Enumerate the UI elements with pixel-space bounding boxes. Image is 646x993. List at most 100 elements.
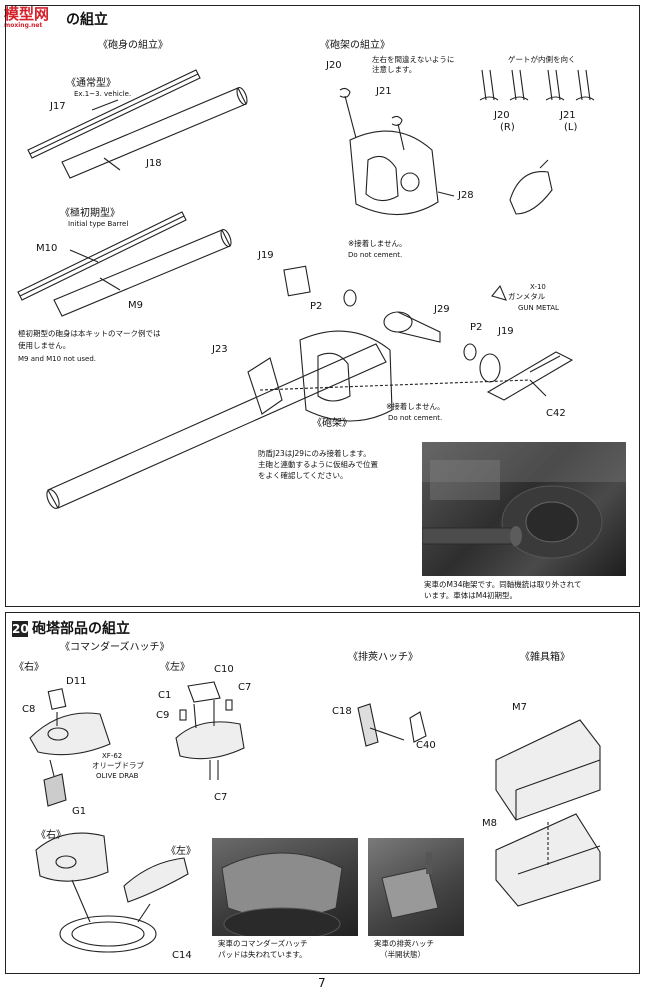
section20-frame <box>5 612 640 974</box>
j23-note-3: をよく確認してください。 <box>258 471 348 480</box>
label-p2-a: P2 <box>310 301 323 312</box>
photo-caption-a1: 実車のコマンダーズハッチ <box>218 939 308 948</box>
gun-metal-en: GUN METAL <box>518 304 559 312</box>
initial-type-en: Initial type Barrel <box>68 220 129 228</box>
mantlet-j23 <box>247 357 283 415</box>
xf62-code: XF-62 <box>102 752 123 760</box>
barrel-m10 <box>17 211 187 301</box>
mount-label: 《砲架》 <box>312 418 352 429</box>
commander-hatch-heading: 《コマンダーズハッチ》 <box>60 642 170 653</box>
label-j23: J23 <box>212 344 228 355</box>
clip-j20-r <box>479 69 499 101</box>
standard-type-en: Ex.1~3. vehicle. <box>74 90 132 98</box>
label-c1: C1 <box>158 690 172 701</box>
photo-m34-mount <box>422 442 626 576</box>
part-j19-a <box>283 265 311 297</box>
label-j28: J28 <box>458 190 474 201</box>
label-j29: J29 <box>434 304 450 315</box>
initial-type-label: 《極初期型》 <box>60 208 120 219</box>
label-c14: C14 <box>172 950 192 961</box>
label-c10: C10 <box>214 664 234 675</box>
photo-caption-b2: （半開状態） <box>380 950 425 959</box>
label-j19-a: J19 <box>258 250 274 261</box>
barrel-heading: 《砲身の組立》 <box>98 40 168 51</box>
clip-j21 <box>391 115 403 126</box>
step-title: の組立 <box>66 12 108 28</box>
hatch-right <box>29 712 111 756</box>
part-c42 <box>486 351 574 401</box>
no-cement2-en: Do not cement. <box>388 414 443 422</box>
mount-frame <box>299 330 393 422</box>
label-right: 《右》 <box>14 662 44 673</box>
initial-note-jp-2: 使用しません。 <box>18 341 71 350</box>
part-c40 <box>409 711 427 743</box>
label-left: 《左》 <box>160 662 190 673</box>
photo-vent-hatch <box>368 838 464 936</box>
barrel-j17 <box>27 69 201 159</box>
label-left-2: 《左》 <box>166 846 196 857</box>
site-logo: 模型网 moxing.net <box>4 3 49 29</box>
label-right-2: 《右》 <box>36 830 66 841</box>
gate-note: ゲートが内側を向く <box>508 55 576 64</box>
label-g1: G1 <box>72 806 87 817</box>
mount-heading: 《砲架の組立》 <box>320 40 390 51</box>
vent-hatch-heading: 《排莢ハッチ》 <box>348 652 418 663</box>
xf62-jp: オリーブドラブ <box>92 761 145 770</box>
label-j21l-side: (L) <box>564 122 578 133</box>
tool-box-heading: 《雑具箱》 <box>520 652 570 663</box>
label-j20: J20 <box>326 60 342 71</box>
hatch-left <box>175 721 245 760</box>
clip-j21-l <box>545 69 565 101</box>
label-c9: C9 <box>156 710 170 721</box>
part-c18 <box>357 703 379 747</box>
label-j18: J18 <box>146 158 162 169</box>
part-p2-a <box>343 289 357 307</box>
label-d11: D11 <box>66 676 87 687</box>
label-j20r-side: (R) <box>500 122 515 133</box>
j23-note-1: 防盾J23はJ29にのみ接着します。 <box>258 449 371 458</box>
initial-note-en: M9 and M10 not used. <box>18 355 97 363</box>
label-c7-b: C7 <box>214 792 228 803</box>
label-p2-b: P2 <box>470 322 483 333</box>
part-c10 <box>187 681 221 703</box>
label-j21l: J21 <box>560 110 576 121</box>
label-c40: C40 <box>416 740 436 751</box>
orient-note-1: 左右を間違えないように <box>372 55 455 64</box>
label-c18: C18 <box>332 706 352 717</box>
no-cement-en: Do not cement. <box>348 251 403 259</box>
part-p2-b <box>463 343 477 361</box>
label-j21: J21 <box>376 86 392 97</box>
no-cement-jp: ※接着しません。 <box>348 239 407 248</box>
step-number: 20 <box>12 621 29 637</box>
section19-frame <box>5 5 640 607</box>
label-j20r: J20 <box>494 110 510 121</box>
mount-j28 <box>349 130 439 216</box>
gun-metal-jp: ガンメタル <box>508 292 546 301</box>
no-cement2-jp: ※接着しません。 <box>386 402 445 411</box>
part-c1 <box>179 709 187 721</box>
orient-note-2: 注意します。 <box>372 65 417 74</box>
logo-url: moxing.net <box>4 22 43 29</box>
clip-j20 <box>339 87 351 98</box>
section20-title: 砲塔部品の組立 <box>32 621 130 637</box>
part-c7 <box>225 699 233 711</box>
label-m10: M10 <box>36 243 58 254</box>
part-c14 <box>59 915 157 953</box>
part-m7 <box>495 719 601 821</box>
photo-caption-a2: パッドは失われています。 <box>218 950 307 959</box>
photo-caption-2: います。車体はM4初期型。 <box>424 591 517 600</box>
mount-side-view <box>509 171 553 215</box>
standard-type-label: 《通常型》 <box>66 78 116 89</box>
photo-caption-1: 実車のM34砲架です。同軸機銃は取り外されて <box>424 580 582 589</box>
gun-metal-code: X-10 <box>530 283 546 291</box>
label-c7-a: C7 <box>238 682 252 693</box>
label-j17: J17 <box>50 101 66 112</box>
part-d11 <box>47 688 67 710</box>
page-number: 7 <box>318 976 326 990</box>
label-m7: M7 <box>512 702 527 713</box>
main-barrel <box>47 343 387 509</box>
label-m8: M8 <box>482 818 497 829</box>
initial-note-jp-1: 極初期型の砲身は本キットのマーク例では <box>18 329 161 338</box>
